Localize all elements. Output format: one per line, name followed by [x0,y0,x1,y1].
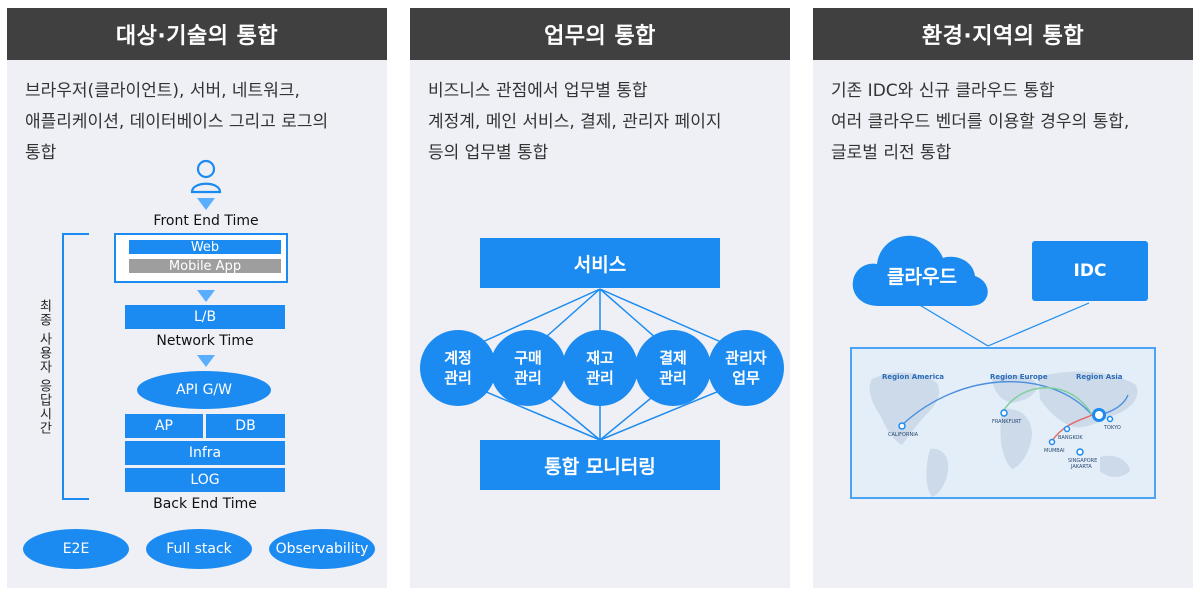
tag-e2e: E2E [23,529,129,569]
integrated-monitoring-box: 통합 모니터링 [480,440,720,490]
description-line: 기존 IDC와 신규 클라우드 통합 [831,81,1055,101]
api-gateway: API G/W [137,371,271,409]
node-line: 관리 [444,369,472,387]
city-label: SINGAPORE [1068,458,1098,464]
response-time-bracket [62,233,89,500]
panel-title: 환경·지역의 통합 [813,8,1193,60]
infra-box: Infra [125,441,285,465]
description-line: 비즈니스 관점에서 업무별 통합 [428,81,648,101]
description-line: 등의 업무별 통합 [428,143,549,163]
network-time-label: Network Time [156,333,254,349]
city-label: FRANKFURT [992,419,1022,425]
idc-box: IDC [1032,241,1148,301]
arrow-down-icon [197,290,215,302]
arrow-down-icon [197,198,215,210]
node-purchase: 구매 관리 [490,330,566,406]
front-end-time-label: Front End Time [153,213,259,229]
panel-description: 브라우저(클라이언트), 서버, 네트워크, 애플리케이션, 데이터베이스 그리… [25,76,375,169]
node-payment: 결제 관리 [635,330,711,406]
node-admin: 관리자 업무 [708,330,784,406]
cloud-label: 클라우드 [887,266,957,288]
node-line: 관리 [514,369,542,387]
back-end-time-label: Back End Time [153,496,257,512]
description-line: 계정계, 메인 서비스, 결제, 관리자 페이지 [428,112,722,132]
lb-box: L/B [125,305,285,329]
world-map-shape [869,371,1138,497]
node-line: 관리 [586,369,614,387]
description-line: 통합 [25,143,57,163]
panel-title: 대상·기술의 통합 [7,8,387,60]
tag-full-stack: Full stack [146,529,252,569]
city-label: JAKARTA [1071,464,1092,470]
region-label: Region America [882,373,944,381]
node-line: 구매 [514,349,542,367]
node-line: 계정 [444,349,472,367]
description-line: 여러 클라우드 벤더를 이용할 경우의 통합, [831,112,1130,132]
connection-lines [457,288,747,441]
description-line: 애플리케이션, 데이터베이스 그리고 로그의 [25,112,329,132]
node-line: 관리자 [725,349,767,367]
tag-observability: Observability [269,529,375,569]
web-bar: Web [129,240,281,255]
cloud-icon [852,235,988,306]
panel-targets: 대상·기술의 통합 브라우저(클라이언트), 서버, 네트워크, 애플리케이션,… [7,8,387,588]
panel-description: 비즈니스 관점에서 업무별 통합 계정계, 메인 서비스, 결제, 관리자 페이… [428,76,778,169]
node-line: 재고 [586,349,614,367]
client-box: Web Mobile App [114,233,288,283]
description-line: 브라우저(클라이언트), 서버, 네트워크, [25,81,300,101]
region-label: Region Europe [990,373,1048,381]
node-inventory: 재고 관리 [562,330,638,406]
node-line: 업무 [732,369,760,387]
response-time-label: 최종 사용자 응답시간 [36,298,52,436]
city-label: CALIFORNIA [888,432,919,438]
arrow-down-icon [197,355,215,367]
city-label: TOKYO [1104,425,1121,431]
panel-title: 업무의 통합 [410,8,790,60]
panel-business: 업무의 통합 비즈니스 관점에서 업무별 통합 계정계, 메인 서비스, 결제,… [410,8,790,588]
node-line: 관리 [659,369,687,387]
city-markers [898,408,1114,456]
panel-environment: 환경·지역의 통합 기존 IDC와 신규 클라우드 통합 여러 클라우드 벤더를… [813,8,1193,588]
user-icon [190,159,222,194]
log-box: LOG [125,468,285,492]
region-label: Region Asia [1076,373,1123,381]
city-label: BANGKOK [1058,435,1083,441]
node-line: 결제 [659,349,687,367]
service-box: 서비스 [480,238,720,288]
city-label: MUMBAI [1044,448,1065,454]
db-box: DB [206,414,285,438]
ap-box: AP [125,414,203,438]
mobile-app-bar: Mobile App [129,259,281,274]
panel-description: 기존 IDC와 신규 클라우드 통합 여러 클라우드 벤더를 이용할 경우의 통… [831,76,1181,169]
world-map: Region America Region Europe Region Asia [850,347,1156,499]
node-account: 계정 관리 [420,330,496,406]
description-line: 글로벌 리전 통합 [831,143,952,163]
